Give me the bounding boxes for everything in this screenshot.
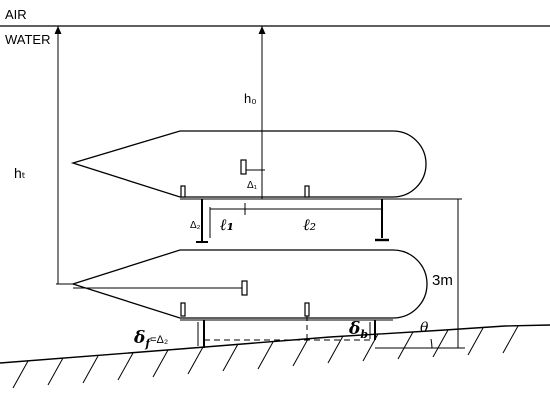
h0-arrow-top [258, 26, 266, 34]
h0-label: h₀ [244, 91, 257, 106]
upper-fin-left [180, 185, 186, 198]
l1-label: ℓ₁ [219, 215, 234, 234]
seabed-hatching [12, 325, 519, 389]
delta-b-label: δb [348, 319, 368, 341]
theta-label: θ [420, 320, 429, 336]
theta-arc [430, 338, 433, 349]
delta1-label: Δ₁ [247, 180, 258, 191]
upper-sensor-mark [240, 159, 247, 175]
seabed-line [0, 324, 550, 364]
lower-sensor-mark [241, 280, 248, 296]
lower-fin-left [180, 302, 186, 317]
l2-label: ℓ₂ [303, 215, 316, 234]
upper-fin-right [304, 185, 310, 198]
lower-body-hull [70, 249, 428, 319]
delta2-label: Δ₂ [190, 220, 201, 231]
ht-arrow-top [54, 26, 62, 34]
delta-f-label: δf=Δ₂ [133, 328, 168, 350]
upper-body-hull [70, 130, 427, 198]
air-label: AIR [5, 7, 27, 22]
height-3m-label: 3m [432, 272, 453, 289]
water-label: WATER [5, 32, 51, 47]
ht-label: hₜ [14, 165, 26, 181]
lower-fin-right [304, 302, 310, 317]
